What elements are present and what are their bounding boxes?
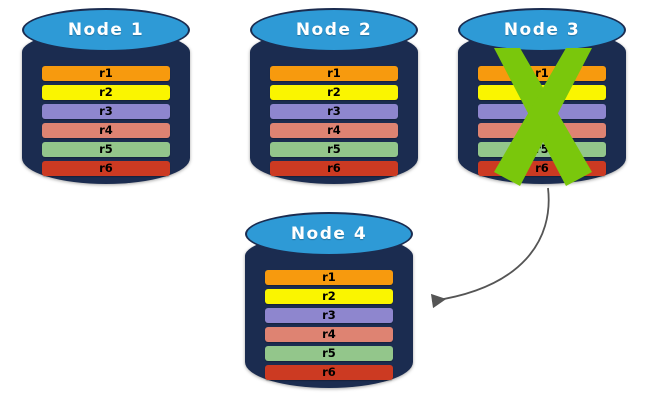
node-1-rows: r1 r2 r3 r4 r5 r6 [42, 66, 170, 176]
row-r6[interactable]: r6 [42, 161, 170, 176]
node-2-rows: r1 r2 r3 r4 r5 r6 [270, 66, 398, 176]
row-r4[interactable]: r4 [265, 327, 393, 342]
node-4-rows: r1 r2 r3 r4 r5 r6 [265, 270, 393, 380]
row-r2[interactable]: r2 [42, 85, 170, 100]
row-r6[interactable]: r6 [265, 365, 393, 380]
row-r2[interactable]: r2 [265, 289, 393, 304]
node-3-top-disc [458, 8, 626, 52]
row-r1[interactable]: r1 [478, 66, 606, 81]
node-4[interactable]: Node 4 r1 r2 r3 r4 r5 r6 [245, 212, 413, 388]
row-r3[interactable]: r3 [265, 308, 393, 323]
row-r5[interactable]: r5 [270, 142, 398, 157]
row-r6[interactable]: r6 [270, 161, 398, 176]
arrow-path [430, 187, 550, 309]
row-r2[interactable]: r2 [270, 85, 398, 100]
node-2[interactable]: Node 2 r1 r2 r3 r4 r5 r6 [250, 8, 418, 184]
row-r2[interactable]: r2 [478, 85, 606, 100]
row-r1[interactable]: r1 [265, 270, 393, 285]
node-1[interactable]: Node 1 r1 r2 r3 r4 r5 r6 [22, 8, 190, 184]
row-r3[interactable]: r3 [478, 104, 606, 119]
node-3-rows: r1 r2 r3 r4 r5 r6 [478, 66, 606, 176]
node-3[interactable]: Node 3 r1 r2 r3 r4 r5 r6 [458, 8, 626, 186]
row-r4[interactable]: r4 [478, 123, 606, 138]
node-2-top-disc [250, 8, 418, 52]
node-4-top-disc [245, 212, 413, 256]
row-r4[interactable]: r4 [270, 123, 398, 138]
row-r6[interactable]: r6 [478, 161, 606, 176]
row-r5[interactable]: r5 [265, 346, 393, 361]
row-r3[interactable]: r3 [42, 104, 170, 119]
row-r5[interactable]: r5 [478, 142, 606, 157]
row-r1[interactable]: r1 [42, 66, 170, 81]
node-1-top-disc [22, 8, 190, 52]
row-r4[interactable]: r4 [42, 123, 170, 138]
row-r1[interactable]: r1 [270, 66, 398, 81]
row-r3[interactable]: r3 [270, 104, 398, 119]
row-r5[interactable]: r5 [42, 142, 170, 157]
